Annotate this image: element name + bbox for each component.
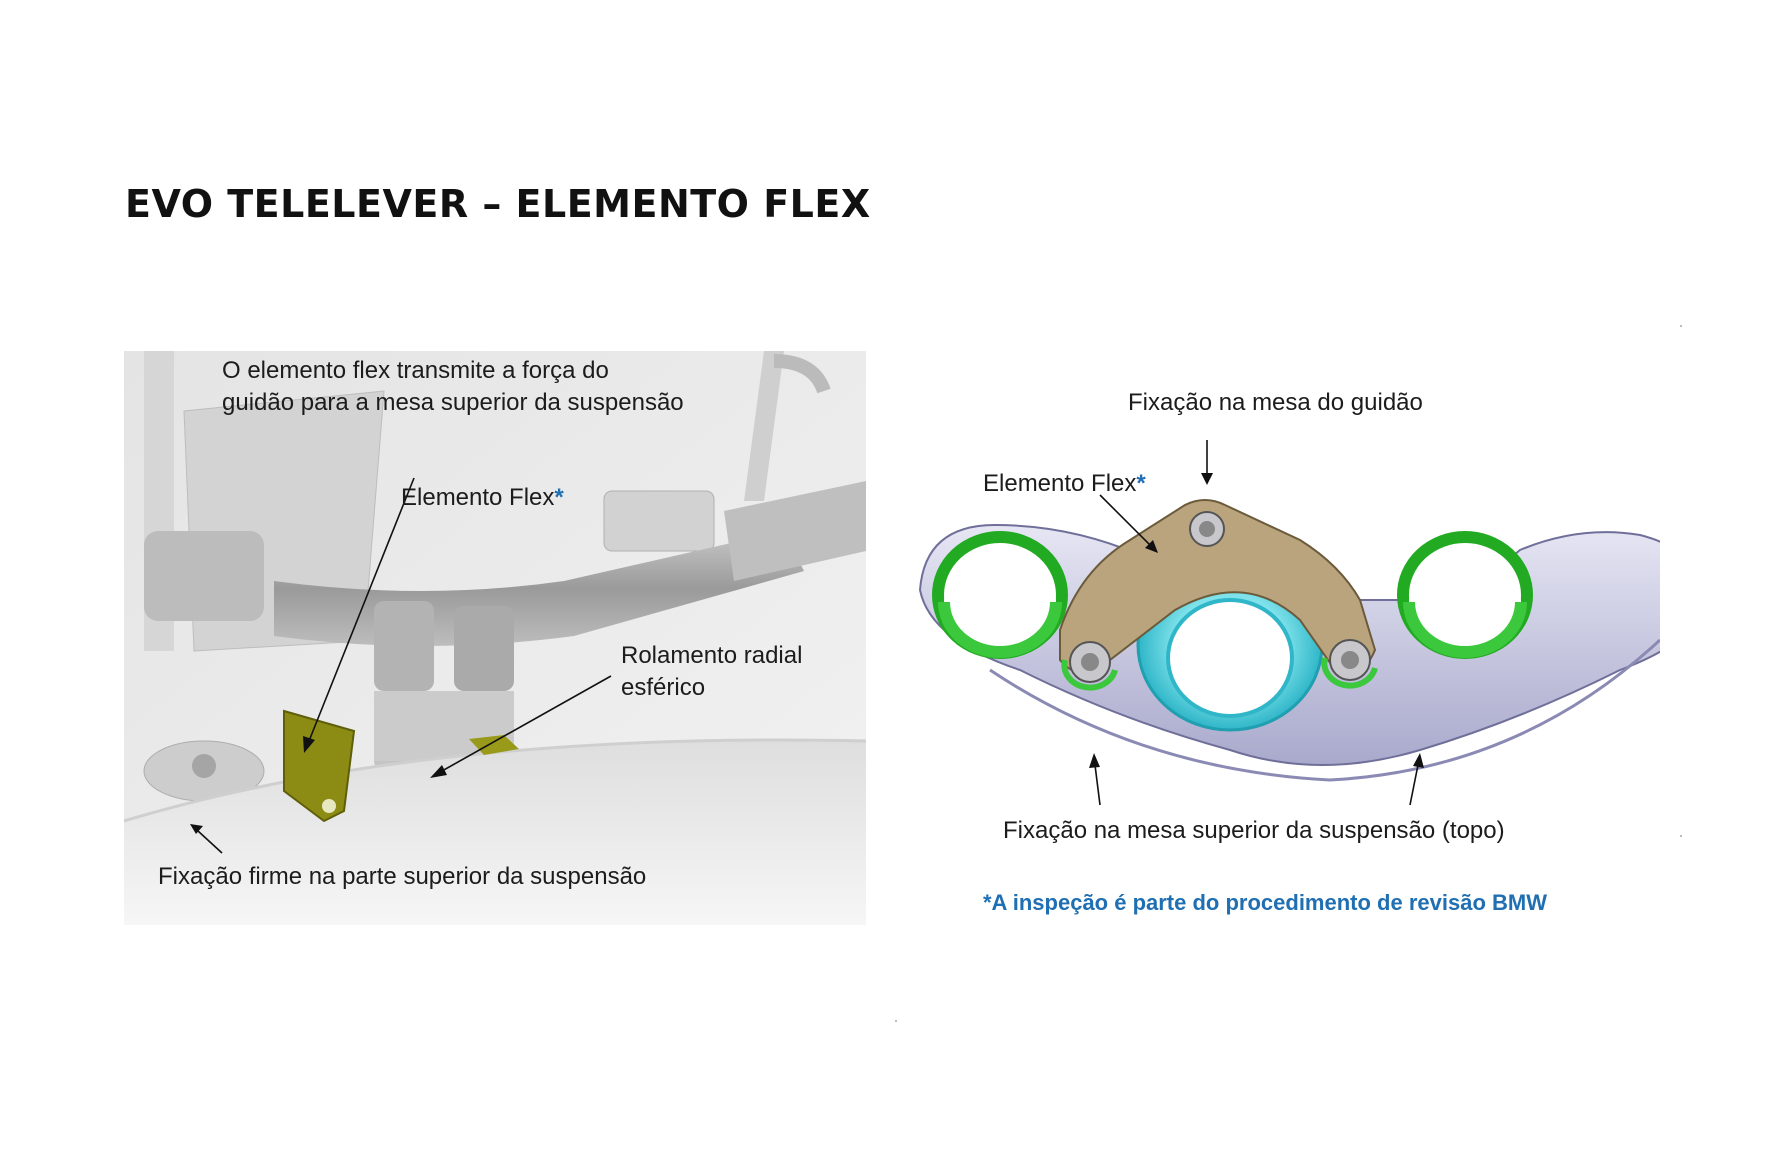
decorative-speck xyxy=(1680,325,1682,327)
label-transmit-line2: guidão para a mesa superior da suspensão xyxy=(222,389,684,416)
label-flex-element-right: Elemento Flex* xyxy=(983,468,1146,500)
top-clamp-diagram: Fixação na mesa do guidão Elemento Flex*… xyxy=(900,340,1660,940)
label-bearing-line1: Rolamento radial xyxy=(621,642,803,669)
top-clamp-drawing xyxy=(918,440,1660,806)
decorative-speck xyxy=(1680,835,1682,837)
handlebar-illustration: O elemento flex transmite a força do gui… xyxy=(124,351,866,925)
flex-element-shape xyxy=(283,709,356,823)
decorative-speck xyxy=(895,1020,897,1022)
label-flex-element-left: Elemento Flex* xyxy=(401,482,564,514)
label-bearing-line2: esférico xyxy=(621,674,706,701)
label-fixation-firm: Fixação firme na parte superior da suspe… xyxy=(158,863,647,890)
flex-element-plate xyxy=(1059,499,1377,676)
label-flex-text-right: Elemento Flex xyxy=(983,470,1137,497)
handlebar-drawing xyxy=(124,351,866,925)
slide-title: EVO TELELEVER – ELEMENTO FLEX xyxy=(125,182,871,226)
label-flex-asterisk: * xyxy=(554,484,564,511)
label-handlebar-mount: Fixação na mesa do guidão xyxy=(1128,389,1423,416)
label-transmit-line1: O elemento flex transmite a força do xyxy=(222,357,609,384)
inspection-footnote: *A inspeção é parte do procedimento de r… xyxy=(983,890,1547,915)
label-top-mount: Fixação na mesa superior da suspensão (t… xyxy=(1003,817,1505,844)
label-flex-asterisk-right: * xyxy=(1136,470,1146,497)
label-flex-text: Elemento Flex xyxy=(401,484,555,511)
